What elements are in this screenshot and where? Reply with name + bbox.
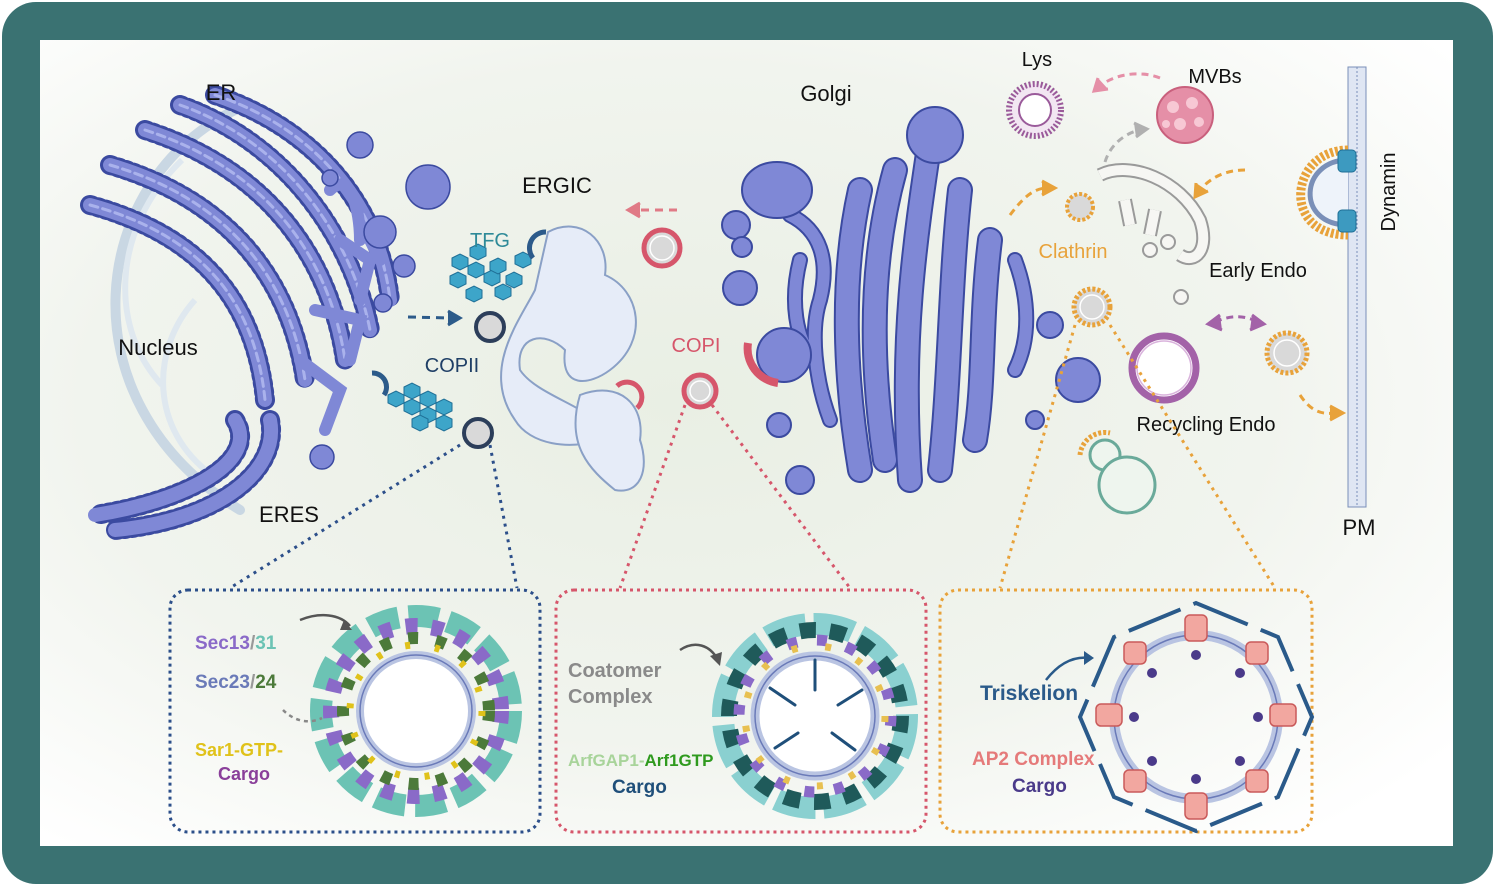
coatomer-label-1: Coatomer bbox=[568, 660, 662, 682]
sar1-label: Sar1-GTP- bbox=[195, 740, 283, 760]
golgi-stack bbox=[782, 127, 1035, 493]
golgi-label: Golgi bbox=[800, 81, 851, 106]
sec13-label: Sec13/31 bbox=[195, 633, 277, 654]
er-sheets bbox=[80, 85, 400, 540]
sec23-label: Sec23/24 bbox=[195, 672, 277, 693]
er-label: ER bbox=[206, 80, 237, 105]
nucleus-label: Nucleus bbox=[118, 335, 197, 360]
arf1gtp-text: Arf1GTP bbox=[645, 751, 714, 770]
tfg-label: TFG bbox=[470, 230, 510, 252]
sec13-text: Sec13 bbox=[195, 633, 250, 654]
budding-vesicle bbox=[1077, 430, 1157, 515]
early-endosome-inner bbox=[1097, 165, 1209, 264]
ergic bbox=[500, 225, 645, 492]
copi-vesicles bbox=[641, 227, 719, 410]
recycling-arrow bbox=[1205, 313, 1267, 332]
copii-inset: Sec13/31 Sec23/24 Sar1-GTP- Cargo bbox=[168, 588, 542, 834]
sec23-sep: / bbox=[250, 672, 256, 693]
early-endo-label: Early Endo bbox=[1209, 260, 1307, 282]
tfg-hexamers bbox=[387, 243, 532, 432]
copi-inset: Coatomer Complex ArfGAP1-Arf1GTP Cargo bbox=[554, 588, 928, 834]
eres-label: ERES bbox=[259, 502, 319, 527]
sec31-text: 31 bbox=[255, 633, 277, 654]
ap2-label: AP2 Complex bbox=[972, 749, 1095, 770]
mvbs-label: MVBs bbox=[1188, 66, 1241, 88]
early-endosome-buds bbox=[1142, 234, 1189, 305]
er-buds bbox=[309, 131, 451, 470]
copi-coat-ring bbox=[712, 613, 918, 819]
copi-cargo-label: Cargo bbox=[612, 777, 667, 798]
lysosome bbox=[1006, 81, 1064, 139]
pm-label: PM bbox=[1343, 515, 1376, 540]
zoom-connectors bbox=[229, 324, 1277, 590]
clathrin-vesicles bbox=[1065, 192, 1310, 376]
clathrin-cargo-label: Cargo bbox=[1012, 776, 1067, 797]
sec13-sep: / bbox=[250, 633, 256, 654]
copi-arrow bbox=[625, 201, 677, 219]
golgi-cisternae-blobs bbox=[721, 106, 1101, 495]
coatomer-label-2: Complex bbox=[568, 686, 652, 708]
clathrin-lattice bbox=[1077, 600, 1315, 834]
copii-coat-ring bbox=[310, 605, 522, 817]
early-to-mvb-arrow bbox=[1103, 121, 1150, 163]
dynamin-label: Dynamin bbox=[1378, 153, 1400, 232]
clathrin-inset: Triskelion AP2 Complex Cargo bbox=[938, 588, 1315, 834]
golgi-copi-coat bbox=[743, 342, 779, 387]
plasma-membrane bbox=[1347, 66, 1367, 508]
copii-cargo-label: Cargo bbox=[218, 764, 270, 784]
ergic-coats bbox=[527, 229, 645, 410]
recycling-endosome bbox=[1128, 332, 1200, 404]
mvb-to-lys-arrow bbox=[1091, 72, 1161, 93]
clathrin-label: Clathrin bbox=[1039, 241, 1108, 263]
clathrin-arrows bbox=[1008, 168, 1347, 422]
sec24-text: 24 bbox=[255, 672, 277, 693]
eres-coat bbox=[371, 370, 389, 397]
arf-label: ArfGAP1-Arf1GTP bbox=[568, 751, 713, 770]
copi-label: COPI bbox=[672, 335, 721, 357]
copii-vesicles bbox=[462, 311, 506, 449]
dynamin-pit bbox=[1296, 145, 1357, 240]
ergic-label: ERGIC bbox=[522, 173, 592, 198]
mvb bbox=[1156, 86, 1214, 144]
lys-label: Lys bbox=[1022, 49, 1052, 71]
inner-panel bbox=[40, 40, 1453, 846]
triskelion-label: Triskelion bbox=[980, 682, 1078, 705]
recycling-endo-label: Recycling Endo bbox=[1137, 414, 1276, 436]
sec23-text: Sec23 bbox=[195, 672, 250, 693]
arfgap1-text: ArfGAP1- bbox=[568, 751, 645, 770]
copii-label: COPII bbox=[425, 355, 479, 377]
copii-arrow bbox=[407, 309, 463, 327]
